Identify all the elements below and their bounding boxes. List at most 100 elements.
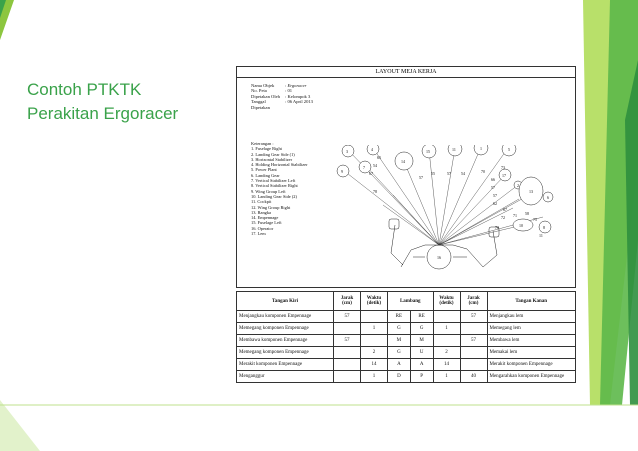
- info-key: Nama Objek: [251, 83, 275, 88]
- diagram-label: 57: [419, 175, 423, 180]
- diagram-label: 55: [431, 171, 435, 176]
- workstation-diagram: 3 4 14 9 7 15 11 1 5 17 13 6 2 10 8 16 6…: [336, 145, 554, 270]
- info-value: Ergoracer: [287, 83, 307, 88]
- table-cell: Merakit komponen Empennage: [236, 358, 334, 371]
- table-cell: 2: [360, 346, 388, 359]
- slide-title: Contoh PTKTK Perakitan Ergoracer: [27, 78, 178, 126]
- component-4: [366, 145, 380, 156]
- diagram-label: 2: [517, 183, 519, 188]
- component-11: [447, 145, 463, 157]
- table-cell: 1: [360, 370, 388, 383]
- diagram-label: 6: [547, 195, 549, 200]
- component-5: [501, 145, 517, 157]
- info-block: Nama Objek: Ergoracer No. Peta: 01 Dipet…: [251, 83, 313, 110]
- col-time-right: Waktu (detik): [432, 291, 461, 311]
- component-3: [341, 145, 355, 158]
- legend-item: 7. Vertical Stabilizer Left: [251, 178, 296, 184]
- diagram-label: 7: [363, 165, 365, 170]
- diagram-label: 71: [513, 213, 517, 218]
- table-cell: 57: [459, 334, 488, 347]
- diagram-label: 62: [493, 201, 497, 206]
- table-cell: RE: [387, 310, 411, 323]
- component-17: [498, 168, 512, 182]
- component-6: [542, 191, 554, 203]
- table-cell: A: [409, 358, 434, 371]
- diagram-label: 73: [501, 165, 505, 170]
- table-cell: [333, 358, 361, 371]
- diagram-label: 75: [533, 217, 537, 222]
- info-key: No. Peta: [251, 88, 267, 94]
- table-cell: [333, 346, 361, 359]
- motion-table: Tangan Kiri Jarak (cm) Waktu (detik) Lam…: [236, 291, 576, 383]
- diagram-label: 66: [491, 177, 495, 182]
- table-cell: Menganggur: [236, 370, 334, 383]
- table-cell: 57: [333, 334, 361, 347]
- table-cell: Membawa lem: [486, 334, 576, 347]
- table-cell: D: [387, 370, 411, 383]
- table-cell: [459, 322, 488, 335]
- info-key: Tanggal Dipetakan: [251, 99, 270, 110]
- diagram-label: 14: [401, 159, 405, 164]
- component-14: [394, 151, 414, 171]
- diagram-label: 4: [371, 147, 373, 152]
- table-cell: M: [387, 334, 411, 347]
- table-cell: Menjangkau komponen Empennage: [236, 310, 334, 323]
- table-cell: [432, 310, 461, 323]
- table-cell: 2: [432, 346, 461, 359]
- diagram-label: 70: [495, 225, 499, 230]
- diagram-label: 54: [373, 163, 377, 168]
- legend-item: 1. Fuselage Right: [251, 146, 282, 152]
- info-value: 06 April 2013: [287, 99, 313, 105]
- table-header-row: Tangan Kiri Jarak (cm) Waktu (detik) Lam…: [236, 291, 576, 311]
- diagram-label: 10: [519, 223, 523, 228]
- table-cell: 1: [432, 322, 461, 335]
- component-9: [336, 164, 350, 178]
- diagram-text: 3 4 14 9 7 15 11 1 5 17 13 6 2 10 8 16 6…: [341, 146, 549, 260]
- table-cell: Memakai lem: [486, 346, 576, 359]
- table-cell: [360, 310, 388, 323]
- legend-item: 4. Holding Horizontal Stabilizer: [251, 162, 308, 168]
- diagram-label: 57: [491, 185, 495, 190]
- info-key: Dipetakan Oleh: [251, 93, 280, 99]
- table-cell: [333, 322, 361, 335]
- legend-item: 5. Power Plant: [251, 167, 277, 173]
- table-cell: 14: [432, 358, 461, 371]
- diagram-label: 16: [437, 255, 441, 260]
- table-cell: 57: [333, 310, 361, 323]
- table-cell: G: [387, 346, 411, 359]
- table-cell: U: [409, 346, 434, 359]
- table-cell: 14: [360, 358, 388, 371]
- diagram-label: 11: [539, 233, 543, 238]
- table-cell: Memegang komponen Empennage: [236, 322, 334, 335]
- legend-item: 3. Horizontal Stabilizer: [251, 156, 293, 162]
- legend-item: 13. Rangka: [251, 209, 271, 215]
- info-value: 01: [287, 88, 293, 94]
- diagram-label: 3: [346, 149, 348, 154]
- table-cell: [459, 358, 488, 371]
- table-cell: P: [409, 370, 434, 383]
- legend-item: 15. Fuselage Left: [251, 220, 282, 226]
- diagram-label: 67: [369, 171, 373, 176]
- legend-item: 14. Empennage: [251, 215, 279, 221]
- slide-title-line2: Perakitan Ergoracer: [27, 104, 179, 123]
- table-cell: [333, 370, 361, 383]
- legend-item: 6. Landing Gear: [251, 172, 280, 178]
- table-cell: G: [409, 322, 434, 335]
- table-cell: Mengarahkan komponen Empennage: [486, 370, 576, 383]
- slide-title-line1: Contoh PTKTK: [27, 80, 142, 99]
- diagram-label: 13: [529, 189, 533, 194]
- col-symbol: Lambang: [387, 291, 434, 311]
- diagram-label: 17: [502, 173, 506, 178]
- legend-item: 10. Landing Gear Side (2): [251, 193, 297, 199]
- table-cell: Menjangkau lem: [486, 310, 576, 323]
- legend-list: Keterangan : 1. Fuselage Right 2. Landin…: [251, 141, 308, 236]
- legend-item: 17. Lem: [251, 231, 266, 237]
- component-10: [512, 218, 534, 232]
- component-1: [473, 145, 489, 156]
- component-15: [421, 145, 437, 159]
- col-left-hand: Tangan Kiri: [236, 291, 334, 311]
